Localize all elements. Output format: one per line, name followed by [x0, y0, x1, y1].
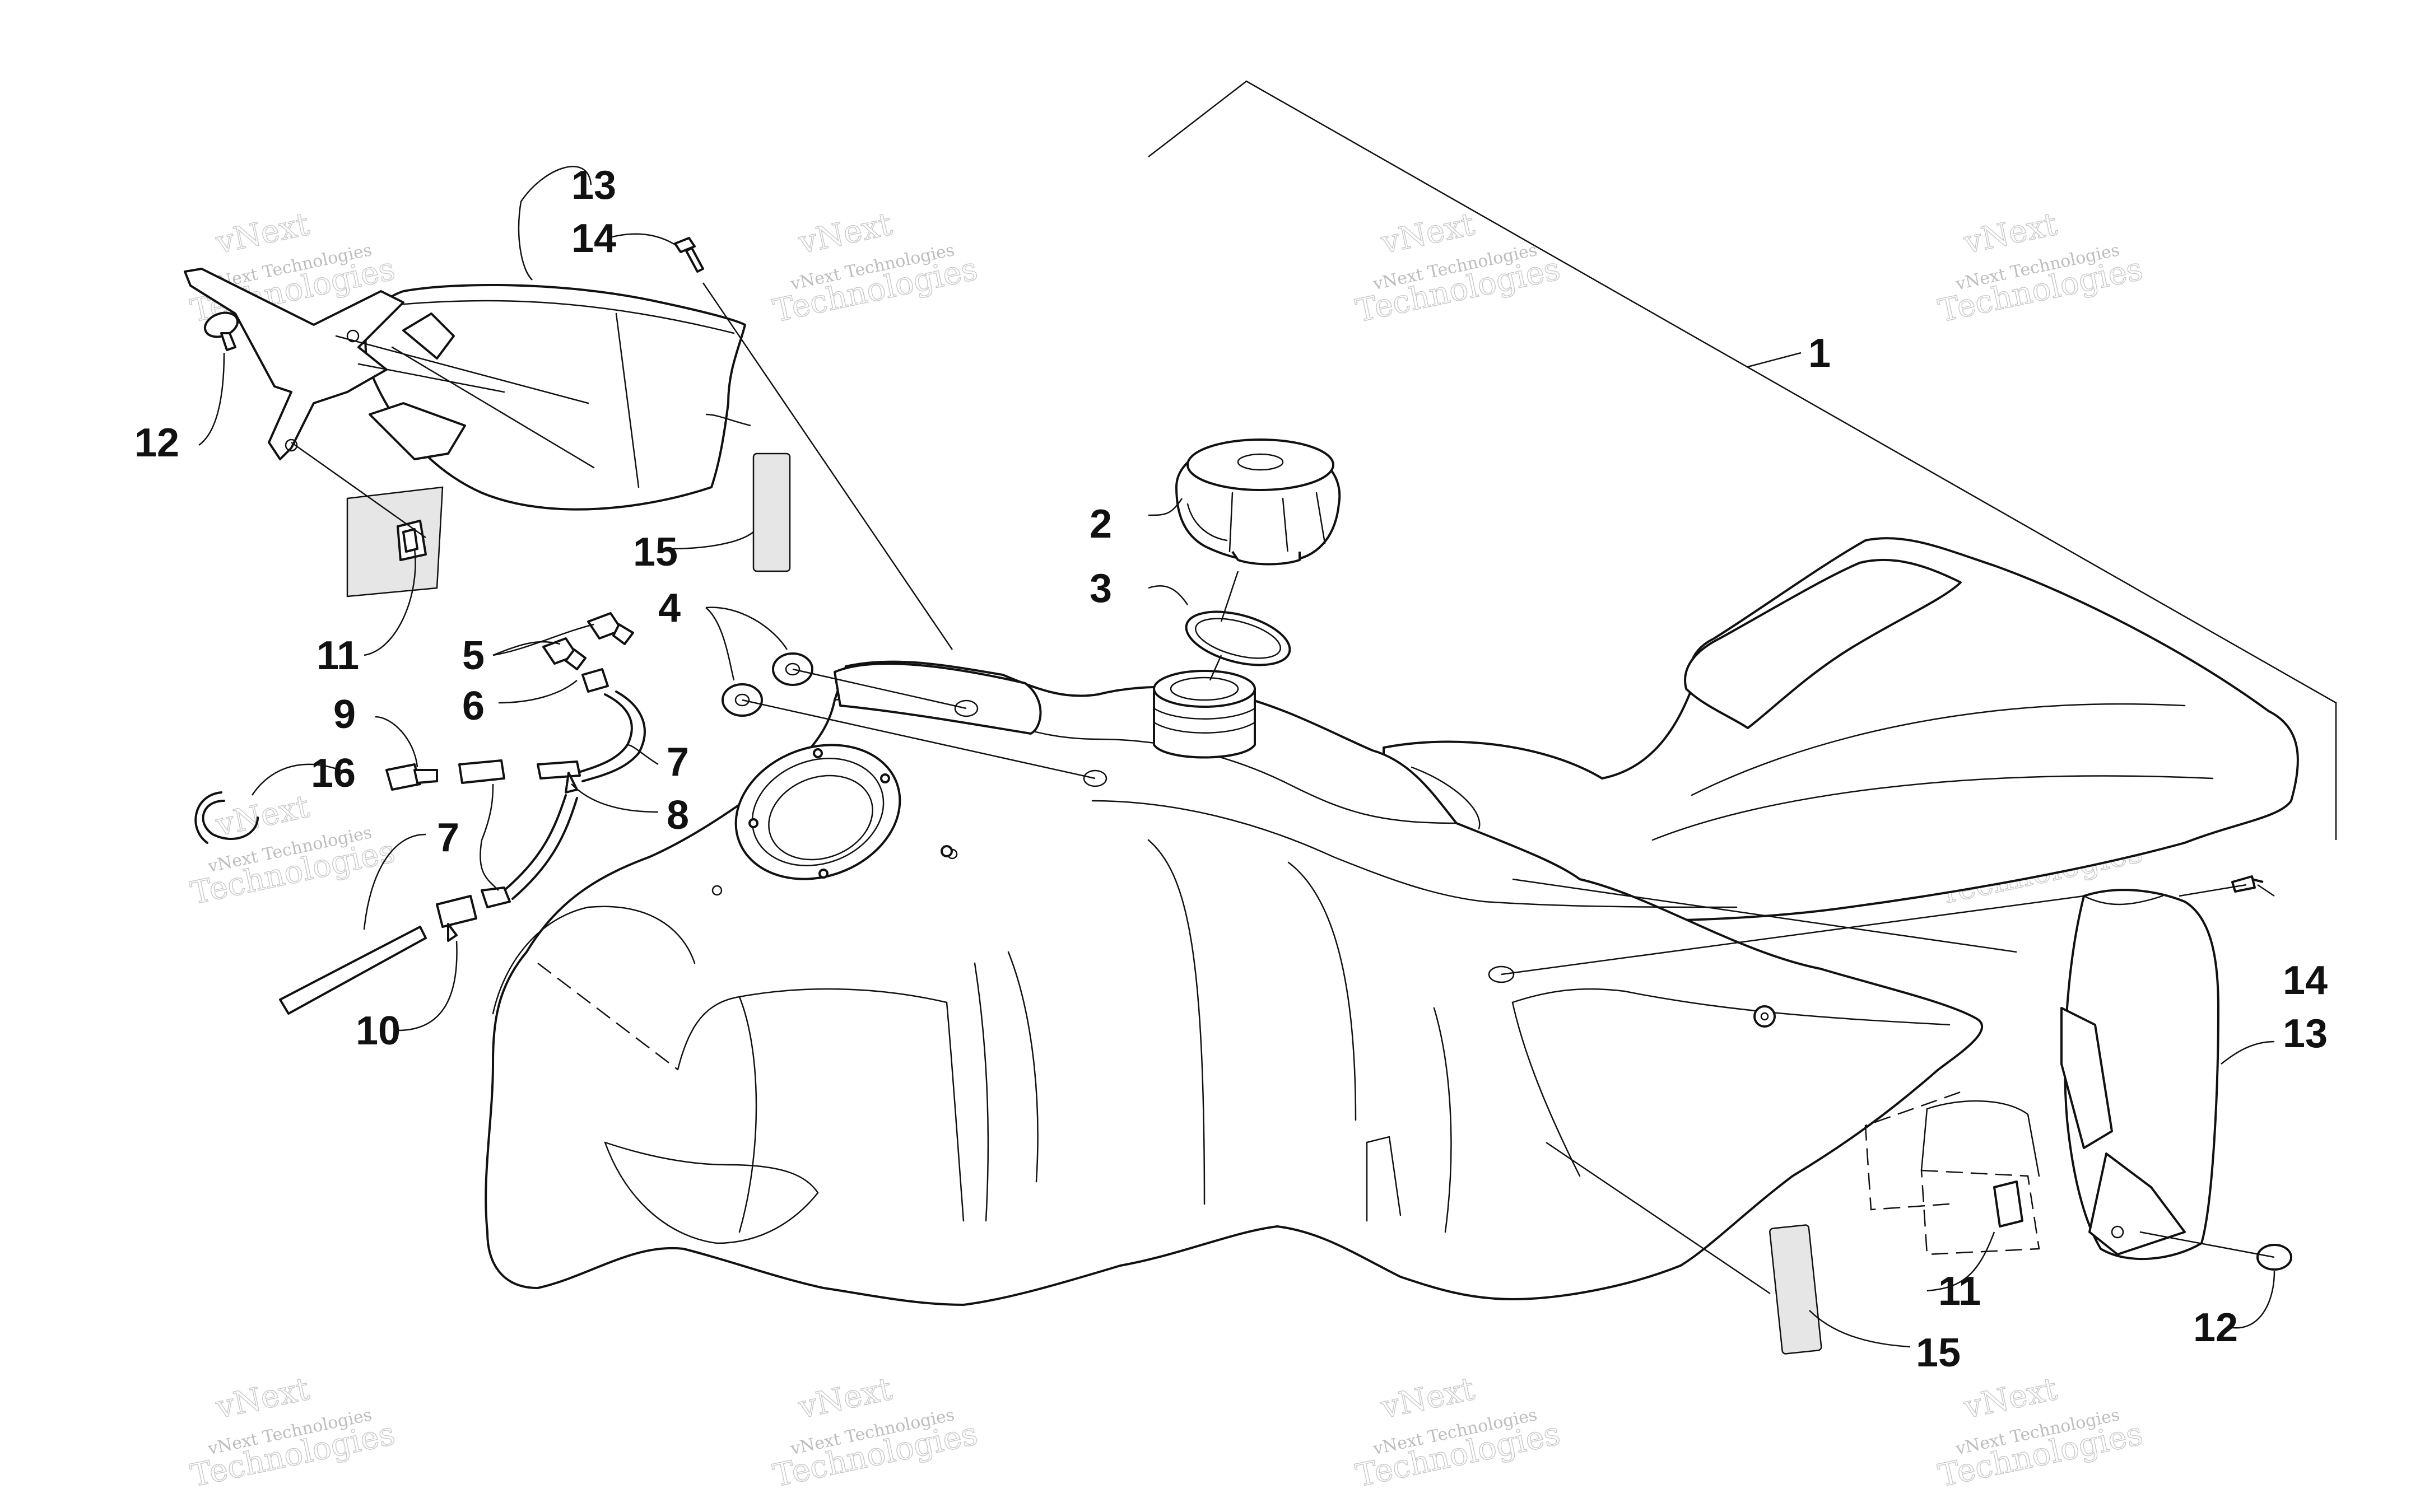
mount-boss: [1753, 1005, 1776, 1028]
svg-text:vNext: vNext: [212, 1371, 313, 1426]
fuel-filter: [436, 895, 477, 928]
tank-upper-pad: [834, 662, 1042, 735]
callout-labels: 1 2 3 4 5 6 7 7 8 9 10 11 11 12 12 13 13…: [134, 163, 2328, 1375]
callout-9: 9: [333, 692, 356, 737]
callout-15-right: 15: [1916, 1331, 1961, 1375]
tank-rear-section: [1383, 537, 2299, 922]
tank-front-bulge: [677, 988, 965, 1222]
hose-clamp: [202, 800, 259, 841]
left-side-cover: [184, 268, 746, 511]
svg-text:vNext: vNext: [1960, 206, 2060, 262]
tank-contour: [1651, 775, 2214, 841]
tank-left-pocket: [604, 1141, 819, 1244]
tank-contour: [1691, 703, 2186, 796]
tank-side-recess: [1511, 1001, 1581, 1177]
tank-hole: [711, 885, 723, 896]
grommet-hole: [1083, 769, 1107, 787]
watermark: vNext Technologies vNext Technologies: [1352, 1370, 1563, 1495]
callout-3: 3: [1090, 566, 1112, 611]
cap-centerline: [1220, 571, 1239, 622]
mount-boss-hole: [1760, 1012, 1769, 1021]
callout-8: 8: [667, 793, 689, 838]
callout-12-left: 12: [134, 421, 179, 465]
fuel-sender-ring: [734, 744, 953, 880]
tank-top-ridge: [1091, 800, 1486, 903]
svg-text:vNext: vNext: [795, 206, 895, 262]
callout-1: 1: [1808, 331, 1831, 376]
tank-ridge: [1147, 839, 1206, 1205]
tank-rear-handle: [1684, 558, 1962, 729]
left-cover-pad: [346, 486, 444, 598]
foam-pad-left: [752, 452, 791, 572]
callout-6: 6: [462, 684, 485, 729]
tank-top-ridge: [1411, 766, 1481, 830]
fuel-tank: [485, 537, 2299, 1306]
fuel-hose: [279, 926, 427, 1015]
svg-text:vNext: vNext: [212, 788, 313, 844]
tank-left-end: [492, 906, 696, 1015]
right-cover-pad: [1920, 1100, 2040, 1256]
right-side-cover: [2060, 889, 2219, 1261]
grommet-hole: [954, 699, 979, 717]
tank-ridge: [1007, 951, 1039, 1183]
svg-text:vNext: vNext: [1377, 1371, 1478, 1426]
callout-2: 2: [1090, 502, 1112, 547]
screw-right: [2231, 875, 2264, 893]
callout-7-upper: 7: [667, 740, 689, 785]
gas-cap: [1175, 438, 1341, 566]
filler-neck: [1153, 670, 1256, 759]
svg-text:vNext: vNext: [1377, 206, 1478, 262]
vent-hose: [576, 693, 633, 774]
assembly-bracket-line: [1148, 80, 2337, 840]
fuel-hardware: [194, 612, 813, 1015]
cap-gasket: [1185, 610, 1291, 666]
vent-cap: [581, 668, 609, 693]
callout-11-right: 11: [1938, 1269, 1981, 1314]
watermark: vNext Technologies vNext Technologies: [1935, 206, 2146, 330]
screw-left: [674, 237, 704, 273]
callout-13-left: 13: [571, 163, 616, 208]
callout-10: 10: [356, 1009, 401, 1053]
watermark: vNext Technologies vNext Technologies: [187, 1370, 398, 1495]
callout-13-right: 13: [2283, 1011, 2328, 1056]
callout-4: 4: [658, 586, 681, 631]
tee-fitting: [537, 760, 581, 780]
hose-segment: [458, 759, 505, 784]
check-valve: [385, 763, 421, 791]
tank-left-pocket: [604, 1141, 819, 1194]
callout-12-right: 12: [2193, 1305, 2238, 1350]
push-rivet-left: [203, 311, 239, 351]
tank-front-bulge: [738, 996, 757, 1233]
svg-text:vNext: vNext: [212, 206, 313, 262]
svg-text:vNext: vNext: [795, 1371, 895, 1426]
callout-14-left: 14: [571, 216, 616, 261]
svg-text:vNext: vNext: [1960, 1371, 2060, 1426]
watermark: vNext Technologies vNext Technologies: [770, 206, 981, 330]
callout-11-left: 11: [317, 633, 359, 678]
tank-side-notch: [1366, 1136, 1402, 1222]
tank-hidden-edge: [537, 963, 678, 1070]
leader-lines: [198, 166, 2275, 1348]
callout-15-left: 15: [633, 530, 678, 575]
right-bracket-hidden: [1864, 1091, 1961, 1211]
foam-pad-right: [1769, 1224, 1822, 1355]
tank-ridge: [974, 962, 989, 1222]
mount-boss: [1488, 965, 1515, 983]
watermark: vNext Technologies vNext Technologies: [1935, 1370, 2146, 1495]
callout-7-lower: 7: [437, 815, 459, 860]
tank-ridge: [1433, 1007, 1452, 1233]
cap-centerline: [1209, 655, 1222, 681]
callout-16: 16: [311, 751, 356, 796]
tank-ridge: [1287, 861, 1357, 1121]
tank-side-recess: [1511, 988, 1951, 1026]
callout-5: 5: [462, 633, 485, 678]
watermark: vNext Technologies vNext Technologies: [1352, 206, 1563, 330]
watermark: vNext Technologies vNext Technologies: [770, 1370, 981, 1495]
callout-14-right: 14: [2283, 958, 2328, 1003]
